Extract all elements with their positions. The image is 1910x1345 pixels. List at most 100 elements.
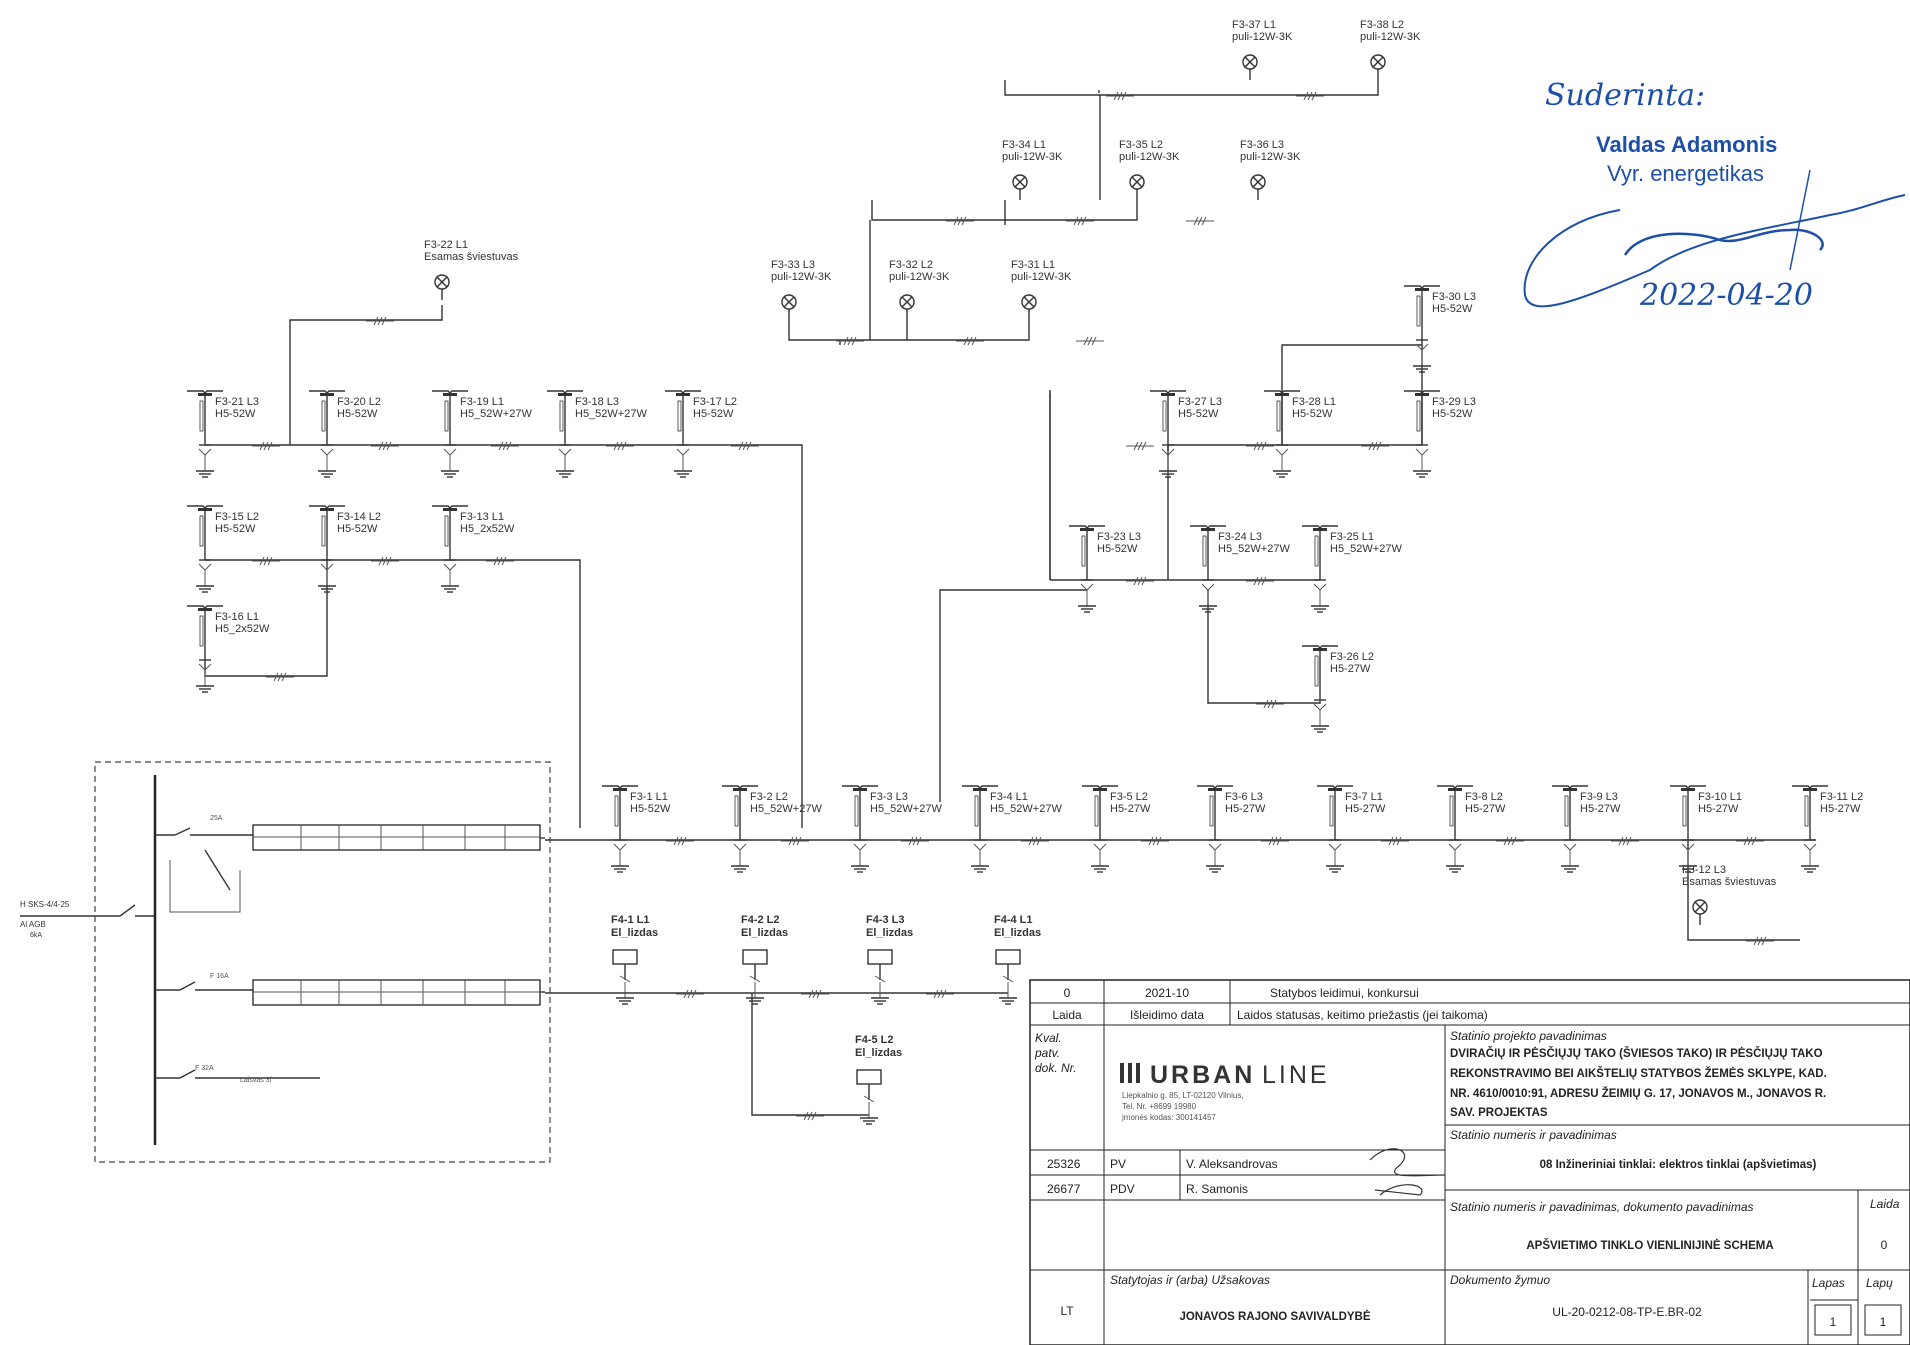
svg-text:F 32A: F 32A bbox=[195, 1065, 214, 1072]
structure-value: 08 Inžineriniai tinklai: elektros tinkla… bbox=[1540, 1159, 1817, 1171]
luminaire-id: F3-16 L1 bbox=[215, 611, 259, 623]
company-name-bold: URBAN bbox=[1150, 1061, 1255, 1089]
luminaire-id: F3-17 L2 bbox=[693, 396, 737, 408]
rev-no: 0 bbox=[1064, 986, 1071, 1000]
luminaire-id: F3-1 L1 bbox=[630, 791, 668, 803]
luminaire-type: H5-27W bbox=[1580, 803, 1621, 815]
lamp-icon bbox=[1012, 174, 1028, 201]
luminaire-id: F3-35 L2 bbox=[1119, 139, 1163, 151]
company-name-light: LINE bbox=[1262, 1061, 1330, 1089]
luminaire-type: puli-12W-3K bbox=[1002, 151, 1063, 163]
stamp-position: Vyr. energetikas bbox=[1607, 161, 1764, 186]
feed-cable: H SKS-4/4-25 bbox=[20, 900, 70, 909]
luminaire-id: F3-3 L3 bbox=[870, 791, 908, 803]
socket-id: F4-2 L2 bbox=[741, 914, 780, 926]
socket-icon bbox=[742, 949, 768, 1005]
luminaire-type: H5-27W bbox=[1225, 803, 1266, 815]
luminaire-id: F3-2 L2 bbox=[750, 791, 788, 803]
client-name: JONAVOS RAJONO SAVIVALDYBĖ bbox=[1179, 1310, 1370, 1323]
circuit-main-f3 bbox=[545, 836, 1815, 946]
luminaire-id: F3-24 L3 bbox=[1218, 531, 1262, 543]
luminaire-id: F3-20 L2 bbox=[337, 396, 381, 408]
feed-breaker: Al AGB bbox=[20, 920, 46, 929]
project-name-l2: REKONSTRAVIMO BEI AIKŠTELIŲ STATYBOS ŽEM… bbox=[1450, 1067, 1827, 1080]
company-code: įmonės kodas: 300141457 bbox=[1122, 1113, 1216, 1122]
socket-type: El_lizdas bbox=[866, 927, 913, 939]
lamp-icon bbox=[434, 274, 450, 301]
lapas-value: 1 bbox=[1830, 1315, 1837, 1329]
luminaire-type: H5-52W bbox=[337, 408, 378, 420]
luminaire-id: F3-8 L2 bbox=[1465, 791, 1503, 803]
socket-id: F4-5 L2 bbox=[855, 1034, 894, 1046]
luminaire-id: F3-15 L2 bbox=[215, 511, 259, 523]
luminaire-type: Esamas šviestuvas bbox=[424, 251, 519, 263]
person1-role: PV bbox=[1110, 1157, 1126, 1171]
country-code: LT bbox=[1060, 1304, 1074, 1318]
socket-icon bbox=[995, 949, 1021, 1005]
luminaire-type: H5-52W bbox=[1097, 543, 1138, 555]
lamp-icon bbox=[899, 294, 915, 321]
socket-icon bbox=[867, 949, 893, 1005]
circuit-f3-22 bbox=[289, 305, 443, 445]
luminaire-type: H5-52W bbox=[1432, 408, 1473, 420]
luminaire-id: F3-9 L3 bbox=[1580, 791, 1618, 803]
luminaire-type: puli-12W-3K bbox=[1232, 31, 1293, 43]
luminaire-type: puli-12W-3K bbox=[771, 271, 832, 283]
company-address: Liepkalnio g. 85, LT-02120 Vilnius, bbox=[1122, 1091, 1244, 1100]
laida-label: Laida bbox=[1870, 1197, 1900, 1211]
lamp-icon bbox=[1021, 294, 1037, 321]
luminaire-id: F3-32 L2 bbox=[889, 259, 933, 271]
lamp-icon bbox=[1129, 174, 1145, 201]
person1-name: V. Aleksandrovas bbox=[1186, 1157, 1278, 1171]
luminaire-id: F3-5 L2 bbox=[1110, 791, 1148, 803]
header-date: Išleidimo data bbox=[1130, 1008, 1204, 1022]
luminaire-id: F3-13 L1 bbox=[460, 511, 504, 523]
lamp-icon bbox=[1370, 54, 1386, 81]
luminaire-type: H5-52W bbox=[693, 408, 734, 420]
stamp-date: 2022-04-20 bbox=[1639, 278, 1813, 313]
circuit-left-h5 bbox=[204, 441, 803, 828]
luminaire-id: F3-34 L1 bbox=[1002, 139, 1046, 151]
luminaire-type: H5_52W+27W bbox=[990, 803, 1062, 815]
signature-2-icon bbox=[1374, 1184, 1423, 1196]
luminaire-type: puli-12W-3K bbox=[889, 271, 950, 283]
lamp-icon bbox=[1242, 54, 1258, 81]
lamp-icon bbox=[1250, 174, 1266, 201]
svg-text:F 16A: F 16A bbox=[210, 973, 229, 980]
approval-stamp: Suderinta: Valdas Adamonis Vyr. energeti… bbox=[1523, 78, 1906, 313]
luminaire-type: H5-52W bbox=[630, 803, 671, 815]
luminaire-type: H5-52W bbox=[1292, 408, 1333, 420]
luminaire-type: H5-52W bbox=[1178, 408, 1219, 420]
socket-type: El_lizdas bbox=[855, 1047, 902, 1059]
doc-title: APŠVIETIMO TINKLO VIENLINIJINĖ SCHEMA bbox=[1526, 1239, 1773, 1252]
luminaire-type: H5-52W bbox=[215, 523, 256, 535]
header-status: Laidos statusas, keitimo priežastis (jei… bbox=[1237, 1008, 1488, 1022]
project-name-l4: SAV. PROJEKTAS bbox=[1450, 1107, 1548, 1119]
kval-l1: Kval. bbox=[1035, 1031, 1062, 1045]
luminaire-type: H5_52W+27W bbox=[575, 408, 647, 420]
luminaire-id: F3-29 L3 bbox=[1432, 396, 1476, 408]
rev-date: 2021-10 bbox=[1145, 986, 1189, 1000]
luminaire-type: H5-27W bbox=[1820, 803, 1861, 815]
socket-id: F4-3 L3 bbox=[866, 914, 905, 926]
